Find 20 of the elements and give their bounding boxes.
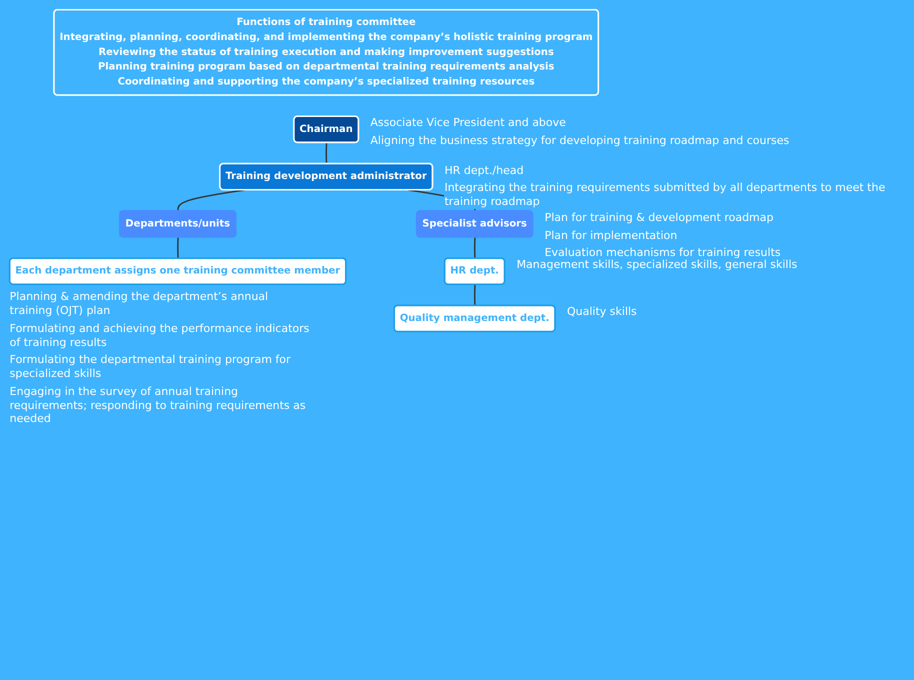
connector-line [177, 237, 179, 259]
side-note: HR dept./head [444, 164, 524, 178]
org-box: Specialist advisors [416, 210, 534, 238]
org-box: HR dept. [444, 257, 506, 285]
side-note: Plan for training & development roadmap [544, 210, 774, 225]
side-note: Aligning the business strategy for developing training roadmap and courses [370, 134, 790, 148]
org-box: Chairman [293, 116, 360, 144]
org-box: Functions of training committee Integrating, planning, coordinating, and implementing the company’s holistic training program Reviewing the status of training execution and making improvement suggestions Planning training program based on departmental training requirements analysis Coordinating and supporting the company’s specialized training resources [53, 8, 600, 96]
side-note: Formulating and achieving the performance indicators of training results [10, 322, 310, 350]
side-note: Quality skills [566, 305, 637, 320]
side-note: Plan for implementation [544, 228, 678, 242]
org-box: Departments/units [119, 210, 236, 238]
org-box: Quality management dept. [394, 304, 556, 332]
connector-line [474, 284, 476, 306]
connector-line [177, 189, 245, 212]
side-note: Management skills, specialized skills, general skills [516, 258, 798, 272]
org-box: Each department assigns one training committee member [8, 257, 346, 285]
connector-line [474, 237, 476, 259]
connector-line [326, 142, 328, 164]
org-box: Training development administrator [219, 162, 434, 190]
